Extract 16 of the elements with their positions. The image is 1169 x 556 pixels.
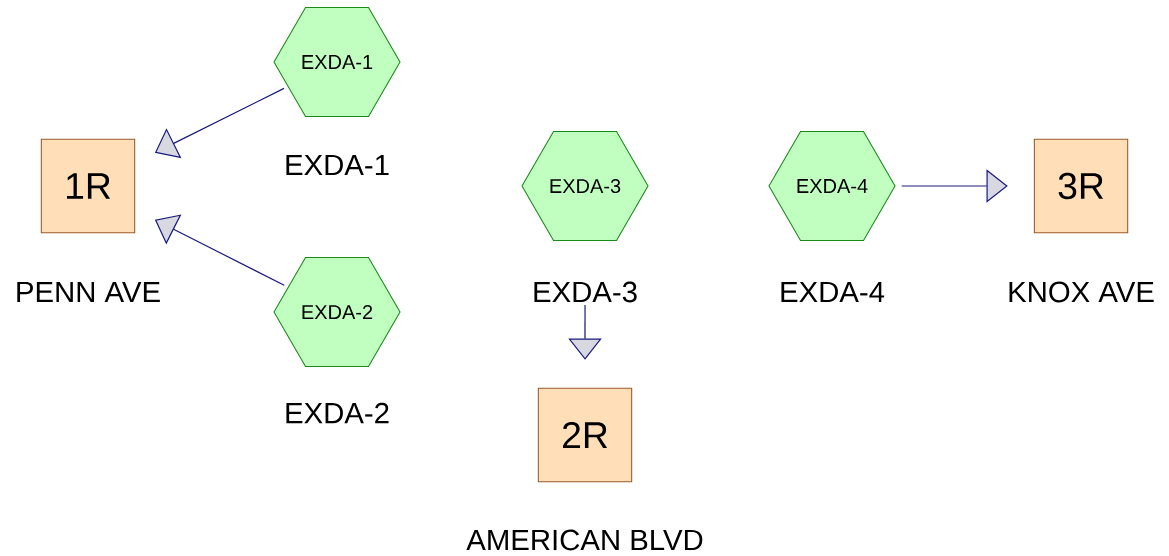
square-node: 2R	[537, 387, 633, 483]
hexagon-node: EXDA-2	[273, 256, 401, 368]
node-label: EXDA-4	[781, 281, 885, 303]
node-label: EXDA-1	[286, 154, 389, 176]
node-label: EXDA-3	[534, 281, 637, 303]
node-label: AMERICAN BLVD	[466, 529, 703, 551]
hexagon-node: EXDA-4	[768, 130, 896, 242]
node-label: KNOX AVE	[1009, 281, 1154, 303]
arrow	[568, 304, 602, 360]
node-label: PENN AVE	[17, 281, 160, 303]
square-node: 3R	[1033, 138, 1129, 234]
square-node: 1R	[40, 138, 136, 234]
hexagon-node: EXDA-1	[273, 6, 401, 118]
hexagon-node: EXDA-3	[521, 130, 649, 242]
arrow	[901, 169, 1008, 203]
node-label: EXDA-2	[286, 402, 389, 424]
